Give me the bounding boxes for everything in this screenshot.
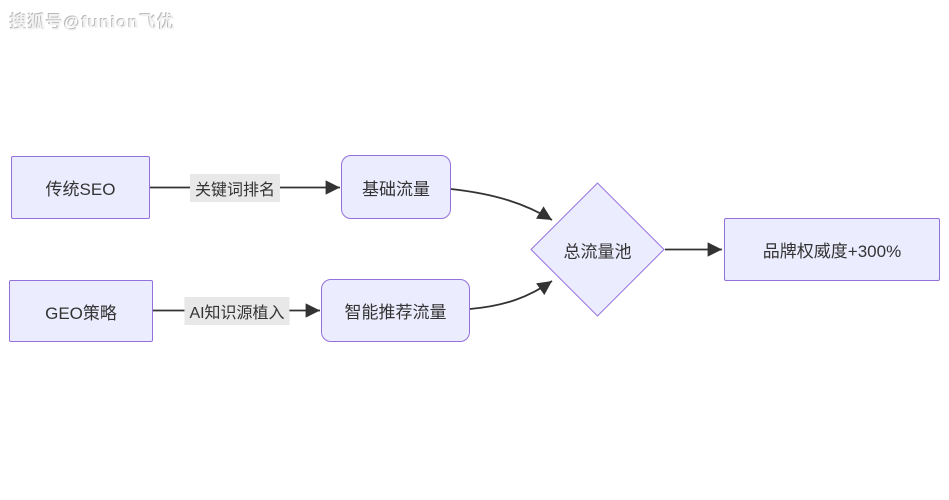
node-brand-authority: 品牌权威度+300%: [724, 218, 940, 281]
node-label: 基础流量: [362, 179, 430, 199]
node-traditional-seo: 传统SEO: [11, 156, 150, 219]
node-smart-recommend-traffic: 智能推荐流量: [321, 279, 470, 342]
node-total-traffic-pool: 总流量池: [530, 182, 665, 317]
node-label: 总流量池: [563, 242, 632, 261]
node-label: 品牌权威度+300%: [762, 242, 902, 261]
edge-smart-traffic-to-traffic-pool: [469, 280, 553, 310]
edge-label-keyword-ranking: 关键词排名: [189, 174, 281, 202]
node-base-traffic: 基础流量: [341, 155, 451, 219]
node-label: 传统SEO: [45, 180, 116, 199]
node-label: GEO策略: [45, 303, 117, 323]
edge-label-ai-knowledge-implant: AI知识源植入: [184, 297, 290, 325]
node-geo-strategy: GEO策略: [9, 280, 153, 342]
edge-base-traffic-to-traffic-pool: [450, 188, 553, 221]
watermark: 搜狐号@funion飞优: [10, 13, 176, 32]
node-label: 智能推荐流量: [344, 303, 447, 322]
